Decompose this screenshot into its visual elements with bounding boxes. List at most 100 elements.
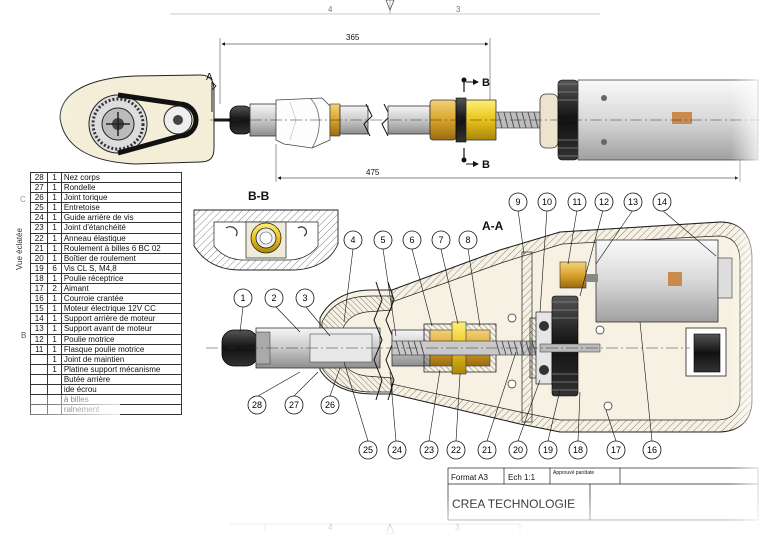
parts-list-rep: 21 <box>29 242 49 254</box>
parts-list-qty: 1 <box>47 343 62 355</box>
parts-list-qty <box>47 394 62 406</box>
parts-list-qty: 1 <box>47 353 62 365</box>
callout-bubble: 27 <box>284 395 304 415</box>
parts-list-qty: 1 <box>47 192 62 204</box>
parts-list-qty: 6 <box>47 262 62 274</box>
callout-bubble: 7 <box>431 230 451 250</box>
parts-list-name: Entretoise <box>60 202 183 214</box>
section-bb-title: B-B <box>248 189 270 203</box>
parts-list-qty: 1 <box>47 232 62 244</box>
parts-list-qty: 1 <box>47 242 62 254</box>
belt <box>117 92 199 156</box>
aa-drive-pulley <box>559 261 587 289</box>
callout-bubble: 19 <box>538 440 558 460</box>
callout-bubble: 12 <box>594 192 614 212</box>
parts-list-name: Rondelle <box>60 182 183 194</box>
motor-band <box>672 112 692 124</box>
parts-list-rep: 20 <box>29 252 49 264</box>
parts-list-qty: 1 <box>47 293 62 305</box>
parts-list-name: Platine support mécanisme <box>60 363 183 375</box>
dimension-365: 365 <box>346 33 360 42</box>
callout-bubble: 28 <box>247 395 267 415</box>
svg-text:2: 2 <box>271 293 276 303</box>
parts-list-rep: 12 <box>29 333 49 345</box>
parts-list-qty <box>47 383 62 396</box>
svg-text:9: 9 <box>515 197 520 207</box>
parts-list-rep: 22 <box>29 232 49 244</box>
callout-bubble: 3 <box>295 288 315 308</box>
parts-list-name: Moteur électrique 12V CC <box>60 303 183 315</box>
parts-list-rep: 23 <box>29 222 49 234</box>
parts-list-rep: 18 <box>29 272 49 285</box>
callout-bubble: 9 <box>508 192 528 212</box>
zone-bottom-left-label: 4 <box>328 523 333 532</box>
parts-list-row: Butée arrière <box>29 373 183 385</box>
parts-list-rep: 16 <box>29 293 49 305</box>
parts-list-name: Courroie crantée <box>60 293 183 305</box>
parts-list-row: à billes <box>29 394 183 406</box>
callout-bubble: 23 <box>419 440 439 460</box>
parts-list-name: ralnement <box>60 404 183 416</box>
svg-text:13: 13 <box>628 197 638 207</box>
callout-bubble: 6 <box>402 230 422 250</box>
parts-list-rep: 28 <box>29 171 49 184</box>
svg-text:18: 18 <box>573 445 583 455</box>
aa-break-left <box>373 281 383 401</box>
parts-list-rep: 25 <box>29 202 49 214</box>
parts-list-rep: 26 <box>29 192 49 204</box>
svg-text:21: 21 <box>482 445 492 455</box>
parts-list-qty: 2 <box>47 283 62 295</box>
svg-text:3: 3 <box>302 293 307 303</box>
parts-list-name: Anneau élastique <box>60 232 183 244</box>
callout-bubbles: 1 2 3 4 5 6 7 8 9 10 11 12 13 14 28 27 2… <box>233 192 672 460</box>
center-mark-top-icon <box>385 0 395 12</box>
svg-text:14: 14 <box>657 197 667 207</box>
svg-text:12: 12 <box>599 197 609 207</box>
parts-list-name: Joint d'étanchéité <box>60 222 183 234</box>
parts-list-qty: 1 <box>47 303 62 315</box>
parts-list-rep: 13 <box>29 323 49 335</box>
callout-bubble: 20 <box>508 440 528 460</box>
callout-bubble: 4 <box>343 230 363 250</box>
parts-list-name: Nez corps <box>60 171 183 184</box>
parts-list-qty: 1 <box>47 272 62 285</box>
callout-bubble: 16 <box>642 440 662 460</box>
section-b-marker-bottom <box>461 148 479 167</box>
parts-list-name: Support avant de moteur <box>60 323 183 335</box>
parts-list-name: Guide arrière de vis <box>60 212 183 224</box>
parts-list-qty <box>47 373 62 385</box>
parts-list-name: Support arrière de moteur <box>60 313 183 325</box>
aa-screws <box>507 313 613 411</box>
svg-text:24: 24 <box>392 445 402 455</box>
parts-list-name: Poulie motrice <box>60 333 183 345</box>
parts-list-row: ide écrou <box>29 383 183 396</box>
parts-list-qty: 1 <box>47 222 62 234</box>
section-aa-view: A-A <box>206 209 753 442</box>
title-block <box>447 467 759 521</box>
parts-list-qty: 1 <box>47 333 62 345</box>
callout-bubble: 14 <box>652 192 672 212</box>
callout-bubble: 8 <box>458 230 478 250</box>
callout-bubble: 11 <box>567 192 587 212</box>
section-a-label: A <box>206 72 213 83</box>
title-block-scale: Ech 1:1 <box>508 473 536 482</box>
svg-text:27: 27 <box>289 400 299 410</box>
svg-text:28: 28 <box>252 400 262 410</box>
parts-list-name: à billes <box>60 394 183 406</box>
parts-list-name: Flasque poulie motrice <box>60 343 183 355</box>
break-symbol-left <box>363 103 373 137</box>
section-bb-view: B-B <box>193 189 339 271</box>
svg-text:8: 8 <box>465 235 470 245</box>
